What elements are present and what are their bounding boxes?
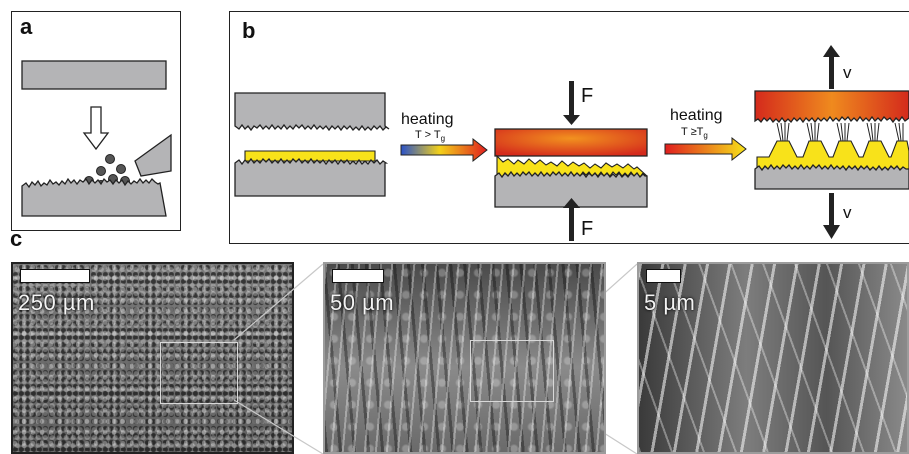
stage1-polymer (244, 150, 376, 162)
top-plate (21, 60, 167, 90)
stage2-force-arrow-top (563, 81, 580, 125)
sem-image-50um: 50 µm (323, 262, 606, 454)
stage2-bottom-substrate (494, 170, 648, 208)
stage2-force-arrow-bottom (563, 198, 580, 241)
step1-arrow: heating T > Tg (400, 111, 488, 163)
scale-bar-5um (646, 269, 681, 283)
stage3-velocity-arrow-bottom (823, 193, 840, 239)
stage2: F F (494, 81, 648, 241)
stage3-bottom-substrate (754, 163, 909, 190)
scale-label-250um: 250 µm (18, 290, 95, 315)
stage2-top-hot-plate (494, 128, 648, 157)
stage2-force-label-bottom: F (581, 218, 593, 240)
stage3-polymer-pulled (756, 140, 909, 170)
step1-heating-text: heating (401, 111, 454, 128)
stage2-force-label-top: F (581, 85, 593, 107)
step2-heating-text: heating (670, 107, 723, 124)
bottom-substrate (21, 177, 167, 217)
stage3-velocity-label-top: v (843, 63, 852, 82)
stage1-top-plate (234, 92, 390, 132)
step2-arrow: heating T ≥Tg (664, 107, 747, 162)
stage3-top-hot-plate (754, 90, 909, 124)
down-arrow-hollow (82, 106, 110, 151)
stage3-velocity-label-bottom: v (843, 203, 852, 222)
nozzle (134, 133, 172, 177)
scale-bar-250um (20, 269, 90, 283)
panel-b-label: b (242, 18, 256, 43)
panel-a-label: a (20, 14, 33, 39)
stage1-bottom-substrate (234, 157, 389, 197)
stage3-fibrils (776, 122, 904, 142)
sem-image-250um: 250 µm (11, 262, 294, 454)
scale-bar-50um (332, 269, 384, 283)
stage3: v v (754, 45, 909, 239)
zoom-box-1 (160, 342, 238, 404)
panel-a-diagram (21, 60, 172, 217)
scale-label-50um: 50 µm (330, 290, 395, 315)
sem-image-5um: 5 µm (637, 262, 909, 454)
panel-b-diagram: heating T > Tg F F heating T ≥Tg v v (234, 45, 909, 241)
panel-c-label: c (10, 226, 23, 251)
stage3-velocity-arrow-top (823, 45, 840, 89)
zoom-box-2 (470, 340, 554, 402)
step2-condition: T ≥Tg (681, 126, 708, 140)
stage1 (234, 92, 390, 197)
scale-label-5um: 5 µm (644, 290, 696, 315)
step1-condition: T > Tg (415, 129, 445, 143)
